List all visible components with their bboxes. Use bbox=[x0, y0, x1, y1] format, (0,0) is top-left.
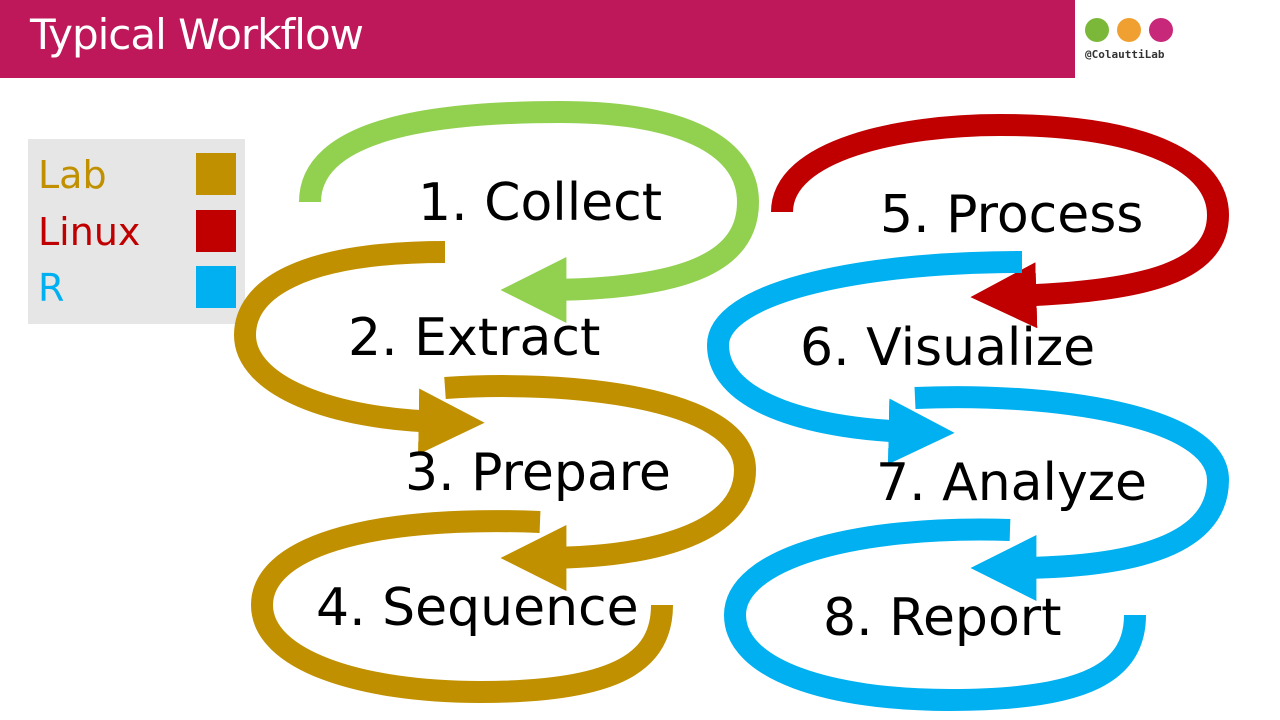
step-extract: 2. Extract bbox=[348, 308, 600, 368]
arrow-collect-to-extract bbox=[299, 100, 760, 323]
step-prepare: 3. Prepare bbox=[405, 443, 671, 503]
legend-swatch-lab bbox=[196, 153, 236, 195]
arrow-extract-to-prepare bbox=[233, 241, 485, 455]
step-sequence: 4. Sequence bbox=[316, 578, 639, 638]
legend-label-linux: Linux bbox=[38, 210, 141, 254]
legend-swatch-linux bbox=[196, 210, 236, 252]
step-process: 5. Process bbox=[880, 185, 1143, 245]
title-bar: Typical Workflow bbox=[0, 0, 1075, 78]
bee-icon bbox=[1117, 18, 1141, 42]
slide-title: Typical Workflow bbox=[30, 10, 364, 59]
step-analyze: 7. Analyze bbox=[876, 453, 1147, 513]
legend-item-r: R bbox=[38, 266, 238, 310]
legend: Lab Linux R bbox=[28, 139, 245, 324]
legend-swatch-r bbox=[196, 266, 236, 308]
logo-handle: @ColauttiLab bbox=[1085, 48, 1165, 61]
arrow-report-loop bbox=[723, 518, 1146, 712]
legend-item-lab: Lab bbox=[38, 153, 238, 197]
step-report: 8. Report bbox=[823, 588, 1062, 648]
dna-icon bbox=[1149, 18, 1173, 42]
arrow-process-to-visualize bbox=[771, 113, 1230, 329]
arrow-visualize-to-analyze bbox=[706, 251, 1023, 465]
legend-label-r: R bbox=[38, 266, 65, 310]
step-collect: 1. Collect bbox=[418, 173, 662, 233]
plant-icon bbox=[1085, 18, 1109, 42]
arrow-prepare-to-sequence bbox=[444, 375, 757, 591]
legend-item-linux: Linux bbox=[38, 210, 238, 254]
step-visualize: 6. Visualize bbox=[800, 318, 1095, 378]
lab-logo: @ColauttiLab bbox=[1085, 18, 1195, 68]
arrow-sequence-loop bbox=[250, 510, 673, 704]
arrow-analyze-to-report bbox=[914, 386, 1230, 601]
legend-label-lab: Lab bbox=[38, 153, 107, 197]
